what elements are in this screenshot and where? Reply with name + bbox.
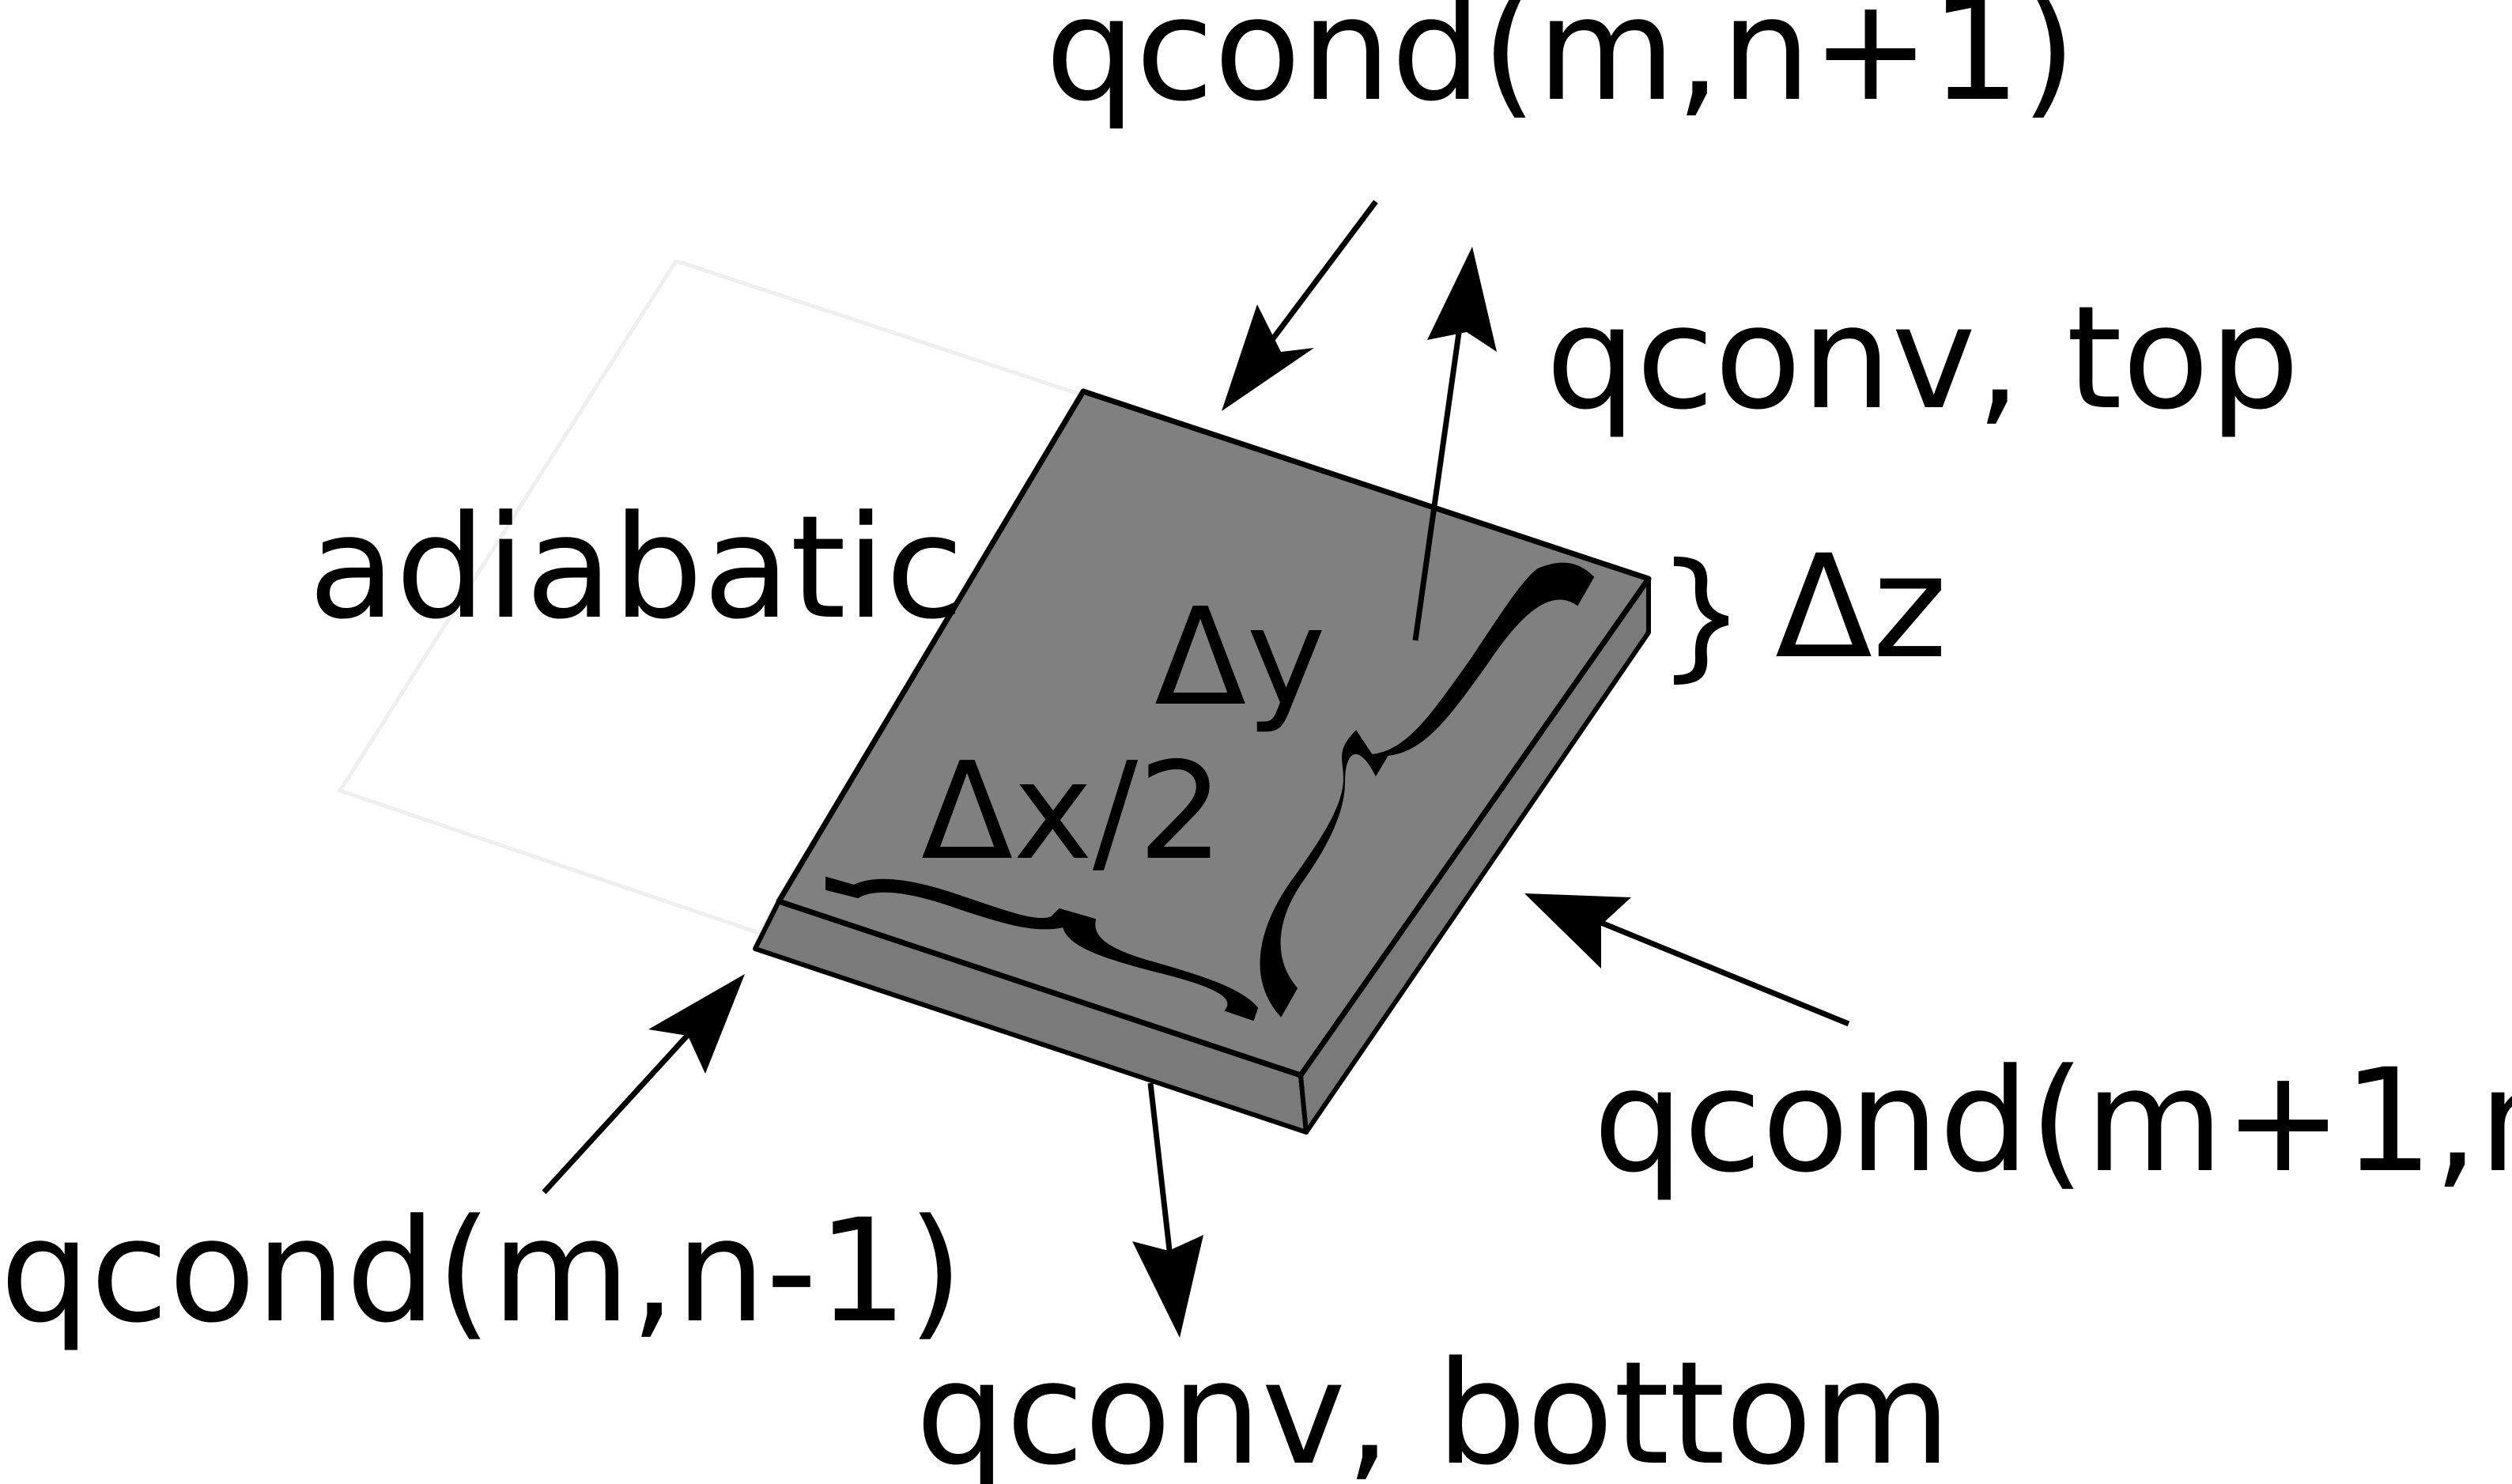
label-delta-z: Δz (1775, 525, 1947, 690)
control-volume-plate (753, 388, 1652, 1135)
label-delta-x-half: Δx/2 (921, 734, 1223, 890)
plate-top-face (776, 388, 1652, 1078)
arrow-qcond-right (1524, 893, 1850, 1027)
arrow-qconv-top (1412, 247, 1497, 641)
arrow-qcond-bottom-left (542, 974, 745, 1195)
label-qconv-top: qconv, top (1546, 276, 2299, 441)
label-qcond-top: qcond(m,n+1) (1045, 0, 2076, 133)
label-qconv-bottom: qconv, bottom (916, 1331, 1951, 1484)
label-adiabatic: adiabatic (308, 485, 964, 651)
delta-x-half-brace (825, 876, 1259, 1021)
delta-z-brace (1674, 556, 1728, 685)
delta-y-brace (1260, 562, 1595, 1018)
arrow-qcond-top (1222, 199, 1378, 411)
label-delta-y: Δy (1154, 580, 1326, 736)
arrow-qconv-bottom (1132, 1082, 1203, 1338)
label-qcond-bottom-left: qcond(m,n-1) (0, 1189, 963, 1354)
label-qcond-right: qcond(m+1,n) (1593, 1039, 2512, 1204)
adiabatic-ghost-outline (337, 259, 1086, 936)
